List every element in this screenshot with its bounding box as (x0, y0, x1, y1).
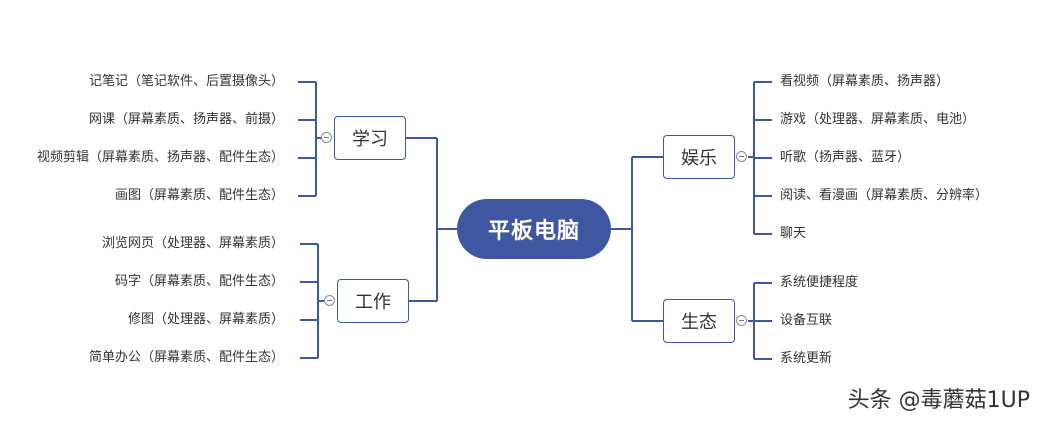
collapse-toggle-work[interactable] (324, 295, 335, 306)
leaf-study-2[interactable]: 网课（屏幕素质、扬声器、前摄） (88, 112, 284, 127)
leaf-ecosystem-3[interactable]: 系统更新 (780, 351, 833, 366)
leaf-ecosystem-1[interactable]: 系统便捷程度 (780, 275, 859, 290)
leaf-ecosystem-2[interactable]: 设备互联 (780, 313, 833, 328)
leaf-study-4[interactable]: 画图（屏幕素质、配件生态） (114, 188, 284, 203)
branch-work[interactable]: 工作 (337, 279, 409, 323)
leaf-work-4[interactable]: 简单办公（屏幕素质、配件生态） (88, 350, 284, 365)
root-node[interactable]: 平板电脑 (457, 199, 611, 259)
branch-ecosystem[interactable]: 生态 (663, 299, 735, 343)
leaf-work-3[interactable]: 修图（处理器、屏幕素质） (127, 312, 284, 327)
leaf-entertainment-3[interactable]: 听歌（扬声器、蓝牙） (780, 150, 911, 165)
leaf-study-3[interactable]: 视频剪辑（屏幕素质、扬声器、配件生态） (36, 150, 284, 165)
leaf-entertainment-5[interactable]: 聊天 (780, 226, 807, 241)
leaf-entertainment-2[interactable]: 游戏（处理器、屏幕素质、电池） (780, 112, 976, 127)
watermark: 头条 @毒蘑菇1UP (847, 388, 1030, 413)
leaf-work-2[interactable]: 码字（屏幕素质、配件生态） (114, 274, 284, 289)
collapse-toggle-ecosystem[interactable] (736, 315, 747, 326)
collapse-toggle-entertainment[interactable] (736, 151, 747, 162)
leaf-entertainment-1[interactable]: 看视频（屏幕素质、扬声器） (780, 74, 950, 89)
branch-study[interactable]: 学习 (334, 116, 406, 160)
leaf-study-1[interactable]: 记笔记（笔记软件、后置摄像头） (88, 74, 284, 89)
leaf-work-1[interactable]: 浏览网页（处理器、屏幕素质） (101, 236, 284, 251)
leaf-entertainment-4[interactable]: 阅读、看漫画（屏幕素质、分辨率） (780, 188, 989, 203)
collapse-toggle-study[interactable] (321, 132, 332, 143)
branch-entertainment[interactable]: 娱乐 (663, 135, 735, 179)
